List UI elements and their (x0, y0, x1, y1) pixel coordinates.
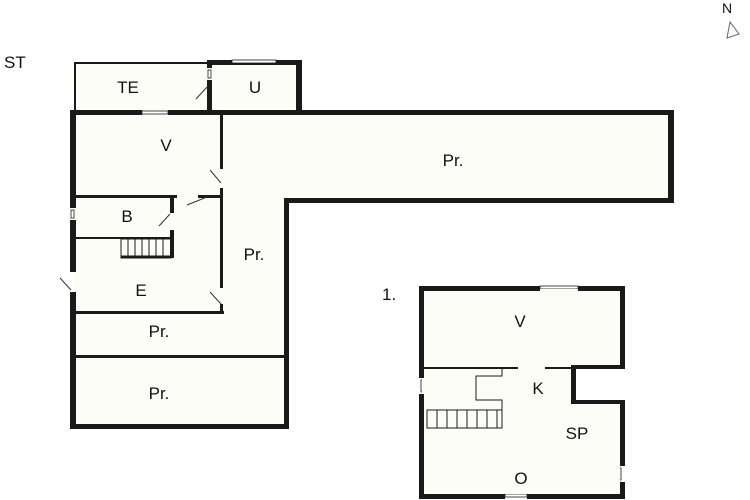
room-e: E (135, 281, 147, 300)
ground-floor-fill (74, 63, 672, 426)
room-v: V (160, 136, 172, 155)
ground-floor-walls (70, 60, 674, 429)
room-pr-east: Pr. (442, 151, 464, 170)
room-o: O (514, 469, 528, 488)
first-floor-label: 1. (382, 285, 397, 304)
first-stairs (426, 369, 503, 429)
room-sp: SP (565, 424, 589, 443)
ground-floor-label: ST (4, 53, 26, 72)
north-arrow-icon (726, 20, 740, 39)
first-floor-fill (422, 289, 620, 494)
room-b: B (121, 207, 133, 226)
first-floor-walls (419, 286, 625, 499)
room-pr-corridor: Pr. (243, 245, 265, 264)
compass-label: N (721, 0, 733, 16)
room-pr-south: Pr. (148, 322, 170, 341)
room-pr-bottom: Pr. (148, 384, 170, 403)
ground-stairs (120, 238, 172, 259)
room-te: TE (117, 78, 139, 97)
room-v-first: V (514, 312, 526, 331)
room-k: K (532, 379, 544, 398)
room-u: U (248, 78, 262, 97)
